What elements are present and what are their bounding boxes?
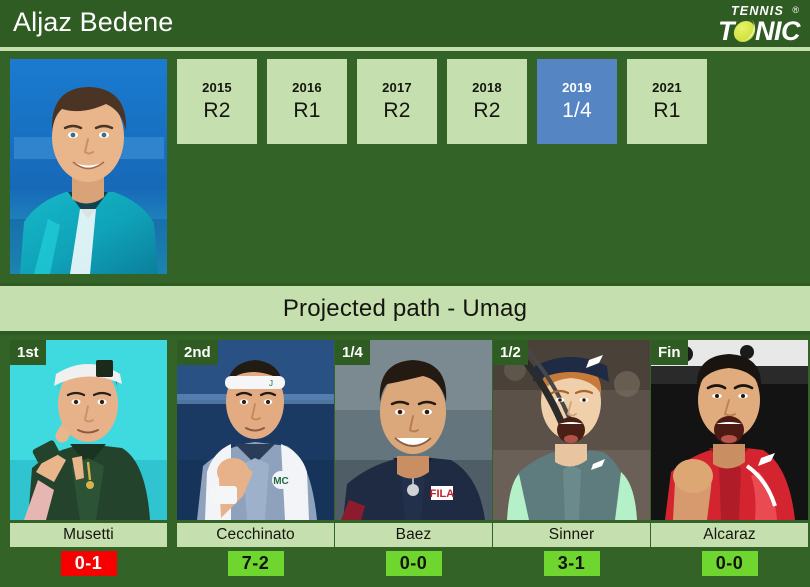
opponent-photo-image (10, 340, 167, 520)
opponent-photo: MC J 2nd (177, 340, 334, 520)
svg-text:J: J (269, 379, 273, 388)
year-box-2016[interactable]: 2016 R1 (267, 59, 347, 144)
year-label: 2018 (472, 80, 502, 95)
opponent-photo: 1st (10, 340, 167, 520)
year-box-2019[interactable]: 2019 1/4 (537, 59, 617, 144)
year-box-2018[interactable]: 2018 R2 (447, 59, 527, 144)
page-header: Aljaz Bedene TENNIS ® T NIC (0, 0, 810, 47)
opponent-name: Baez (335, 523, 492, 547)
opponent-record: 0-1 (60, 551, 117, 576)
round-badge: 2nd (177, 340, 218, 365)
year-round: R1 (653, 99, 681, 122)
projected-path-banner: Projected path - Umag (0, 286, 810, 331)
opponent-card-sinner[interactable]: 1/2 Sinner 3-1 (493, 340, 650, 576)
opponent-card-alcaraz[interactable]: Fin Alcaraz 0-0 (651, 340, 808, 576)
year-label: 2017 (382, 80, 412, 95)
opponent-name: Alcaraz (651, 523, 808, 547)
page-title: Aljaz Bedene (13, 7, 174, 37)
opponent-card-musetti[interactable]: 1st Musetti 0-1 (10, 340, 167, 576)
opponent-record: 0-0 (385, 551, 442, 576)
year-box-2015[interactable]: 2015 R2 (177, 59, 257, 144)
year-label: 2019 (562, 80, 592, 95)
round-badge: 1st (10, 340, 46, 365)
logo-top-text: TENNIS (730, 4, 784, 18)
banner-top-divider (0, 283, 810, 286)
year-label: 2015 (202, 80, 232, 95)
opponent-record-wrap: 0-1 (10, 551, 167, 576)
year-round: R1 (293, 99, 321, 122)
opponent-name: Sinner (493, 523, 650, 547)
round-badge: 1/4 (335, 340, 370, 365)
projected-path-title: Projected path - Umag (282, 294, 528, 322)
registered-mark: ® (792, 5, 799, 15)
opponent-photo: Fin (651, 340, 808, 520)
player-portrait-image (10, 59, 167, 274)
year-box-2017[interactable]: 2017 R2 (357, 59, 437, 144)
opponent-record-wrap: 0-0 (651, 551, 808, 576)
opponent-name: Musetti (10, 523, 167, 547)
opponent-photo-image: FILA (335, 340, 492, 520)
logo-bottom-text: T NIC (718, 16, 801, 47)
opponent-record-wrap: 3-1 (493, 551, 650, 576)
opponent-record-wrap: 7-2 (177, 551, 334, 576)
player-overview-section: 2015 R2 2016 R1 2017 R2 2018 R2 2019 1/4… (0, 51, 810, 283)
tennis-ball-icon (732, 21, 757, 42)
round-badge: Fin (651, 340, 688, 365)
opponent-card-cecchinato[interactable]: MC J 2nd (177, 340, 334, 576)
year-round: R2 (383, 99, 411, 122)
opponent-photo-image: MC J (177, 340, 334, 520)
year-round: R2 (203, 99, 231, 122)
logo-letters-nic: NIC (755, 16, 801, 46)
year-history-row: 2015 R2 2016 R1 2017 R2 2018 R2 2019 1/4… (177, 59, 707, 144)
opponent-photo-image (493, 340, 650, 520)
opponent-record: 0-0 (701, 551, 758, 576)
banner-bottom-divider (0, 331, 810, 335)
opponent-photo: FILA 1/4 (335, 340, 492, 520)
opponent-photo: 1/2 (493, 340, 650, 520)
opponent-card-baez[interactable]: FILA 1/4 (335, 340, 492, 576)
svg-text:FILA: FILA (430, 488, 454, 500)
opponent-record-wrap: 0-0 (335, 551, 492, 576)
player-portrait (10, 59, 167, 274)
year-label: 2021 (652, 80, 682, 95)
opponent-record: 7-2 (227, 551, 284, 576)
header-divider (0, 47, 810, 51)
year-box-2021[interactable]: 2021 R1 (627, 59, 707, 144)
opponent-record: 3-1 (543, 551, 600, 576)
svg-text:MC: MC (273, 476, 289, 487)
logo-letter-t: T (718, 16, 735, 46)
year-round: R2 (473, 99, 501, 122)
year-label: 2016 (292, 80, 322, 95)
round-badge: 1/2 (493, 340, 528, 365)
tennis-tonic-logo[interactable]: TENNIS ® T NIC (682, 4, 801, 47)
opponent-cards-row: 1st Musetti 0-1 (0, 340, 810, 587)
opponent-name: Cecchinato (177, 523, 334, 547)
opponent-photo-image (651, 340, 808, 520)
year-round: 1/4 (562, 99, 592, 122)
